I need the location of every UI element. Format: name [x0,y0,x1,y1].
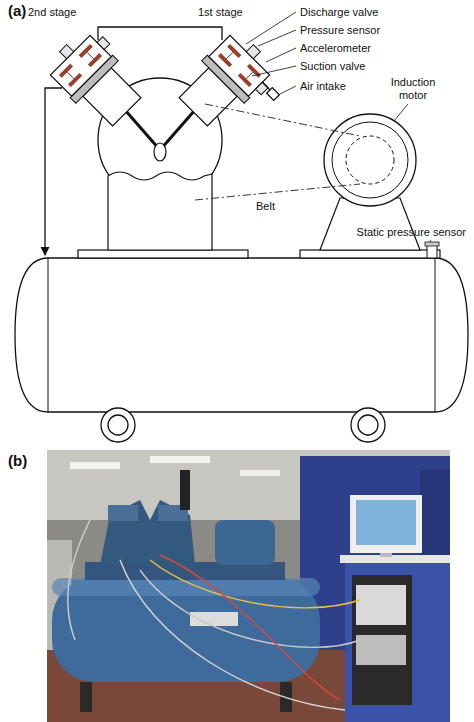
air-tank [15,258,468,412]
photo [120,560,345,710]
photo [356,635,406,665]
leader-lines [394,104,408,121]
compressor-body [125,110,160,150]
pipes [267,88,280,101]
pipes [98,27,222,40]
leader-lines [280,86,296,94]
cylinder-2nd-stage [42,23,152,133]
wheels [358,415,378,435]
photo [340,555,450,563]
photo [70,462,120,469]
photo [350,495,422,553]
motor [346,136,394,184]
part-label: Belt [256,200,275,213]
compressor-body [78,250,248,258]
motor [324,114,416,206]
cylinder-1st-stage [172,27,282,137]
compressor-body [154,143,166,161]
stage-label: 1st stage [198,6,243,19]
wheels [108,415,128,435]
photo [180,470,190,510]
photo [47,450,450,722]
pipes [45,27,279,255]
photo [345,563,450,722]
part-label: Air intake [300,80,346,93]
belt [195,104,360,200]
photo [140,570,360,647]
belt [205,104,360,136]
wheels [101,408,135,442]
static-pressure-fitting [425,242,439,246]
part-label: Discharge valve [300,6,378,19]
cylinder-2nd-stage [42,23,152,133]
belt [195,184,360,200]
leader-lines [246,12,296,44]
photo [160,555,340,700]
compressor-body [108,172,212,250]
compressor-body [160,110,195,150]
photo [68,520,360,710]
part-label: Pressure sensor [300,24,380,37]
part-label: Static pressure sensor [357,226,466,239]
photo [352,575,412,705]
leader-lines [258,30,296,46]
wheels [351,408,385,442]
part-label: Accelerometer [300,42,371,55]
panel-letter: (b) [8,452,27,469]
leader-lines [266,48,296,62]
photo [380,553,392,557]
leader-lines [252,66,296,76]
photo [356,500,416,545]
air-tank [48,258,49,412]
photo [356,585,406,625]
photo [47,450,450,722]
photo [52,578,320,682]
photo [215,520,275,565]
air-tank [435,258,436,412]
photo [108,505,138,521]
part-label: Suction valve [300,60,365,73]
cylinder-1st-stage [172,27,282,137]
stage-label: 2nd stage [28,6,76,19]
part-label: Induction motor [380,76,446,102]
photo [150,560,360,608]
motor [332,122,408,198]
pipes [45,88,62,255]
photo [240,470,280,476]
photo [52,578,320,596]
photo [80,682,92,712]
photo [68,520,90,640]
static-pressure-fitting [425,242,439,258]
wheels [101,408,385,442]
photo [150,456,210,463]
motor [300,250,440,258]
air-tank [15,258,468,412]
panel-letter: (a) [8,2,26,19]
